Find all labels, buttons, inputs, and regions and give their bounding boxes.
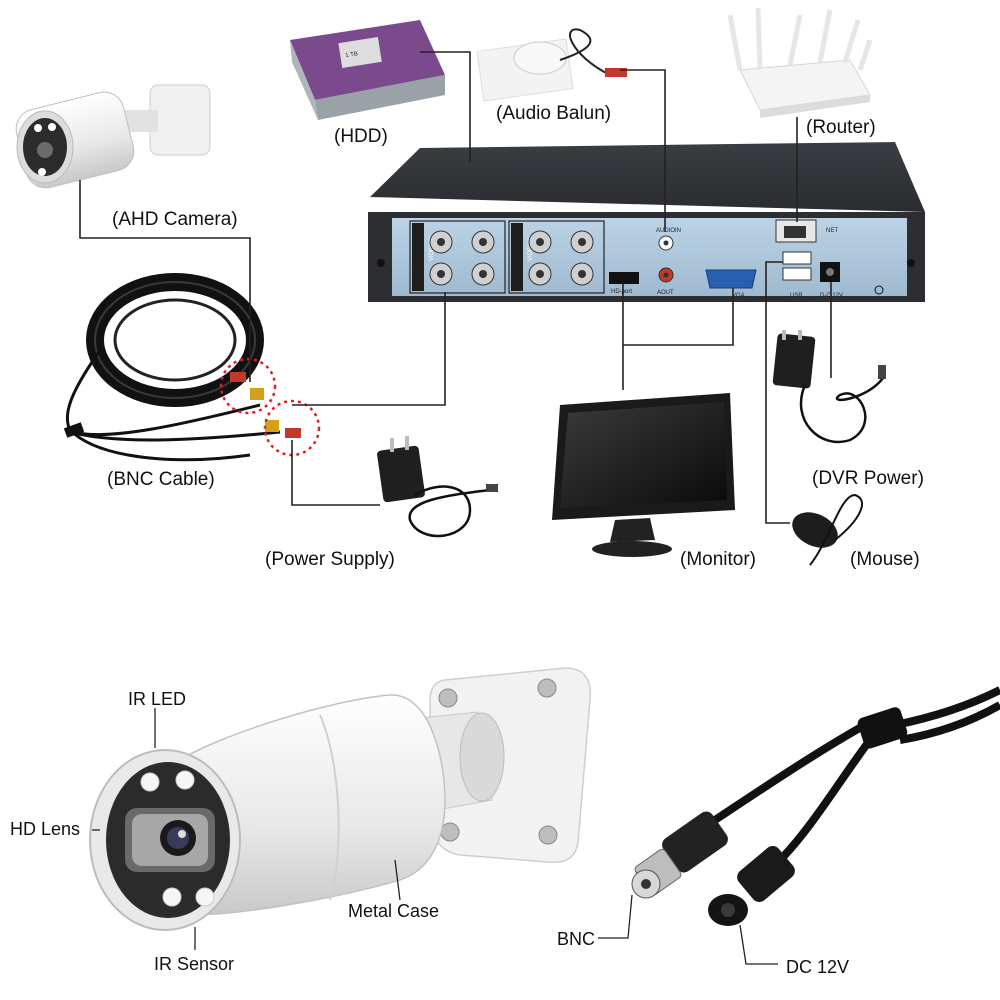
ir-led-label: IR LED <box>128 689 186 709</box>
bnc-cable-label: (BNC Cable) <box>107 469 215 490</box>
monitor-label: (Monitor) <box>680 549 756 570</box>
dvr-recorder: VIDEOIN VIDEOIN HD-port AUDIOIN AOUT VGA… <box>368 142 925 302</box>
audioin-label: AUDIOIN <box>656 228 681 234</box>
router-image <box>727 7 873 118</box>
power-supply-image <box>377 436 498 538</box>
net-label: NET <box>826 228 838 234</box>
mouse-label: (Mouse) <box>850 549 920 570</box>
bnc-cable-image <box>63 273 301 462</box>
mouse-image <box>792 493 864 566</box>
connector-highlight-circle-1 <box>219 357 277 415</box>
audio-balun-label: (Audio Balun) <box>496 103 611 124</box>
monitor-image <box>552 393 735 557</box>
hd-lens-label: HD Lens <box>10 819 80 839</box>
connection-lines <box>79 51 832 524</box>
dvr-power-image <box>772 330 887 444</box>
usb-label: USB <box>790 293 802 299</box>
dvr-power-label: (DVR Power) <box>812 468 924 489</box>
hdd-label: (HDD) <box>334 126 388 147</box>
aout-label: AOUT <box>657 290 674 296</box>
hdd-image: 1 TB <box>290 20 445 120</box>
vga-label: VGA <box>732 293 745 299</box>
ahd-camera-image <box>15 84 211 189</box>
router-label: (Router) <box>806 117 876 138</box>
ahd-camera-label: (AHD Camera) <box>112 209 238 230</box>
ir-sensor-label: IR Sensor <box>154 954 234 974</box>
bnc-label: BNC <box>557 929 595 949</box>
hdport-label: HD-port <box>611 289 632 295</box>
power-supply-label: (Power Supply) <box>265 549 395 570</box>
camera-closeup-image <box>89 667 592 931</box>
metal-case-label: Metal Case <box>348 901 439 921</box>
hdd-brand-text: 1 TB <box>345 51 358 59</box>
bnc-dc-cable-image <box>631 686 1000 926</box>
dc-12v-label: DC 12V <box>786 957 849 977</box>
audio-balun-image <box>476 28 627 102</box>
callout-lines <box>92 708 778 965</box>
